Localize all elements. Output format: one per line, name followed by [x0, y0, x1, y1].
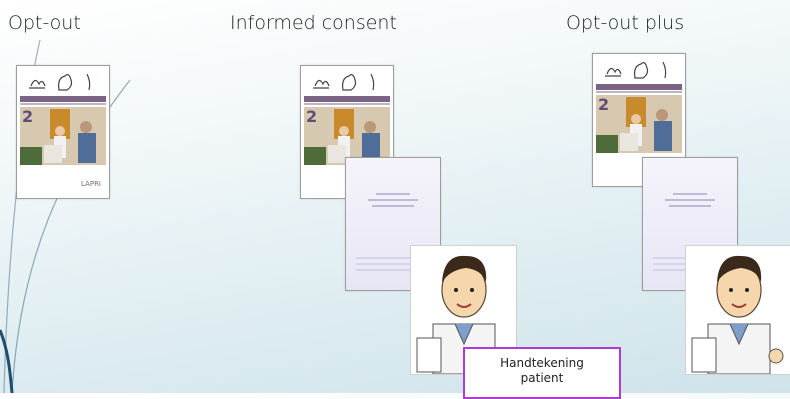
- doctor-illustration-opt-out-plus: [685, 245, 790, 375]
- brochure-logo-text: LAPRI: [81, 180, 101, 188]
- sign-language-symbols: [29, 73, 91, 91]
- heading-opt-out: Opt-out: [8, 12, 81, 34]
- brochure-photo: [20, 107, 106, 165]
- brochure-opt-out-plus: 2: [592, 53, 686, 187]
- heading-informed-consent: Informed consent: [230, 12, 397, 34]
- letter-text-lines: [356, 193, 430, 271]
- brochure-photo: [596, 95, 682, 153]
- brochure-informed-consent: 2: [300, 65, 394, 199]
- brochure-number: 2: [22, 107, 34, 126]
- sign-language-symbols: [313, 73, 375, 91]
- brochure-number: 2: [306, 107, 318, 126]
- signature-label-line1: Handtekening: [500, 356, 584, 370]
- signature-label-line2: patient: [520, 371, 564, 385]
- signature-label-box: Handtekening patient: [463, 347, 621, 399]
- brochure-number: 2: [598, 95, 610, 114]
- heading-opt-out-plus: Opt-out plus: [566, 12, 685, 34]
- sign-language-symbols: [605, 61, 667, 79]
- brochure-opt-out: 2 LAPRI: [16, 65, 110, 199]
- brochure-photo: [304, 107, 390, 165]
